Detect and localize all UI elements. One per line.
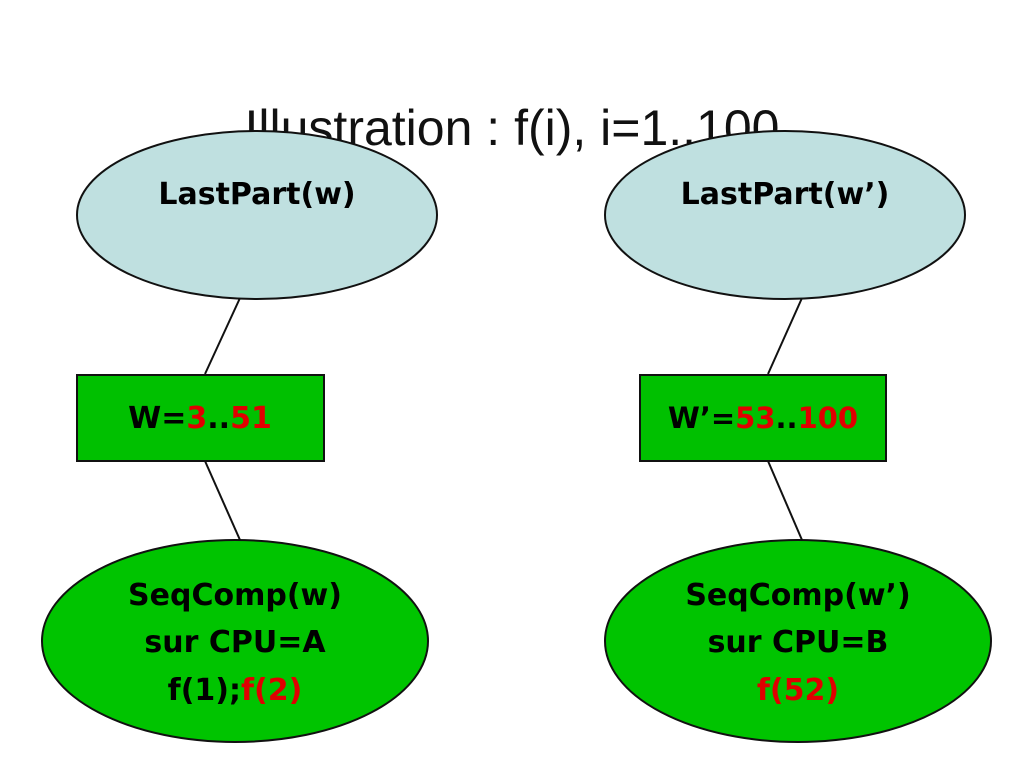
right-seqcomp-current-call: f(52) [757, 673, 839, 708]
left-range-node: W=3..51 [76, 374, 325, 462]
right-seqcomp-node: SeqComp(w’) sur CPU=B f(52) [604, 539, 992, 743]
right-range-sep: .. [776, 401, 798, 435]
left-seqcomp-line2: sur CPU=A [144, 625, 326, 660]
left-range-text: W=3..51 [128, 401, 272, 436]
right-range-text: W’=53..100 [668, 401, 858, 435]
left-range-box [76, 374, 325, 462]
right-connector-bottom [767, 460, 803, 541]
right-range-prefix: W’= [668, 401, 735, 435]
right-lastpart-shape [604, 130, 966, 300]
right-lastpart-label: LastPart(w’) [681, 177, 890, 212]
left-lastpart-shape [76, 130, 438, 300]
left-range-end: 51 [230, 401, 272, 436]
left-connector-bottom [204, 460, 241, 541]
right-range-node: W’=53..100 [639, 374, 887, 462]
left-seqcomp-done-call: f(1); [168, 673, 241, 708]
right-lastpart-node: LastPart(w’) [604, 130, 966, 300]
right-seqcomp-line1: SeqComp(w’) [685, 578, 910, 613]
left-lastpart-node: LastPart(w) [76, 130, 438, 300]
left-lastpart-label: LastPart(w) [158, 177, 355, 212]
left-seqcomp-line1: SeqComp(w) [128, 578, 342, 613]
right-range-start: 53 [735, 401, 775, 435]
right-seqcomp-line2: sur CPU=B [708, 625, 889, 660]
right-connector-top [767, 297, 803, 375]
left-seqcomp-node: SeqComp(w) sur CPU=A f(1);f(2) [41, 539, 429, 743]
left-range-prefix: W= [128, 401, 186, 436]
left-range-start: 3 [186, 401, 207, 436]
right-range-end: 100 [798, 401, 859, 435]
left-seqcomp-current-call: f(2) [241, 673, 302, 708]
left-seqcomp-line3: f(1);f(2) [168, 673, 303, 708]
left-connector-top [204, 297, 241, 375]
right-range-box [639, 374, 887, 462]
left-range-sep: .. [207, 401, 230, 436]
left-seqcomp-shape [41, 539, 429, 743]
right-seqcomp-shape [604, 539, 992, 743]
